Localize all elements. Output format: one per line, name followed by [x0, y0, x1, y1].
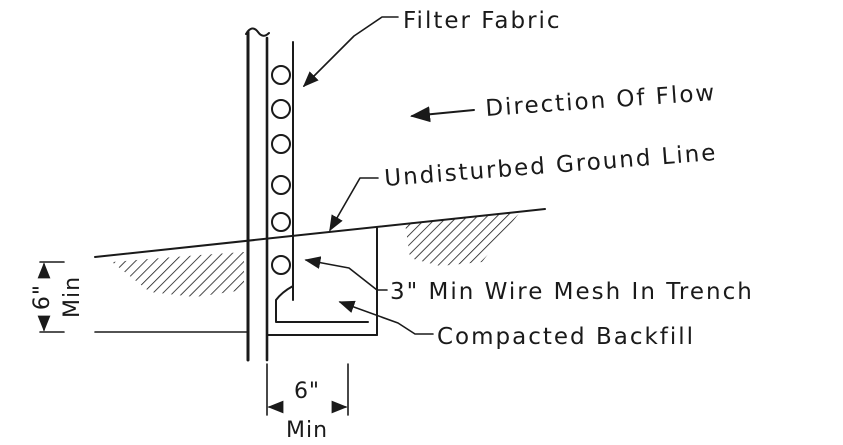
mesh-circle [271, 134, 291, 154]
fence-post [245, 27, 270, 362]
mesh-circle [271, 175, 291, 195]
vertical-dimension-unit: Min [60, 276, 85, 318]
mesh-circle [271, 212, 291, 232]
mesh-circle [271, 65, 291, 85]
horizontal-dimension: 6" Min [266, 363, 349, 443]
flow-arrow [410, 106, 475, 123]
mesh-circle [271, 255, 291, 275]
leader-lines [302, 16, 434, 335]
undisturbed-ground-line-label: Undisturbed Ground Line [383, 140, 718, 192]
compacted-backfill-label: Compacted Backfill [437, 324, 695, 350]
horizontal-dimension-value: 6" [294, 379, 320, 404]
vertical-dimension: 6" Min [30, 261, 85, 333]
wire-mesh-label: 3" Min Wire Mesh In Trench [390, 279, 754, 305]
trench [94, 227, 378, 336]
direction-of-flow-label: Direction Of Flow [485, 80, 717, 122]
ground-line [94, 208, 546, 258]
mesh-circle [271, 99, 291, 119]
fabric-trench-tail [275, 279, 369, 323]
vertical-dimension-value: 6" [30, 284, 55, 310]
horizontal-dimension-unit: Min [286, 418, 328, 443]
filter-fabric-label: Filter Fabric [403, 8, 562, 34]
wire-mesh-circles [271, 65, 291, 275]
soil-hatching [112, 212, 520, 297]
